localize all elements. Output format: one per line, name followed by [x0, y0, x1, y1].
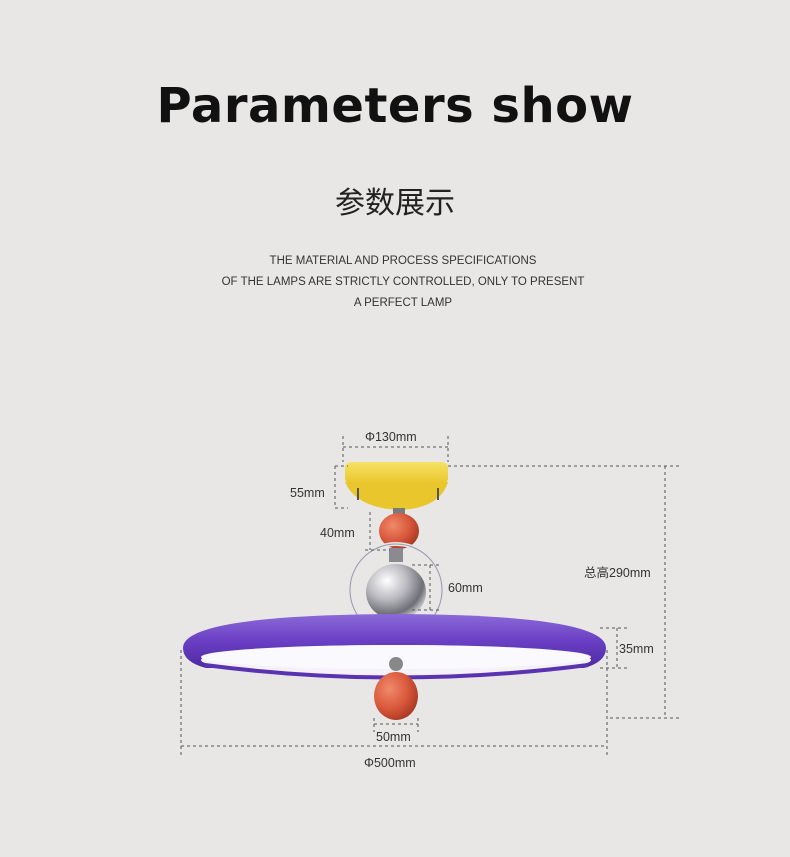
page-subtitle: 参数展示 — [335, 186, 455, 221]
dimension-lines — [180, 436, 680, 758]
shade-height-label: 35mm — [619, 642, 654, 656]
bottom-bead — [374, 657, 418, 720]
top-bead — [379, 508, 419, 549]
canopy-height-label: 55mm — [290, 486, 325, 500]
canopy — [345, 462, 448, 510]
page-title: Parameters show — [156, 78, 634, 134]
description-line-2: OF THE LAMPS ARE STRICTLY CONTROLLED, ON… — [221, 276, 585, 288]
total-height-label: 总高290mm — [584, 566, 651, 580]
canopy-diameter-label: Φ130mm — [365, 430, 417, 444]
ball-height-label: 60mm — [448, 581, 483, 595]
shade-diameter-label: Φ500mm — [364, 756, 416, 770]
description-line-3: A PERFECT LAMP — [353, 297, 453, 309]
description: THE MATERIAL AND PROCESS SPECIFICATIONS … — [0, 251, 790, 314]
bead-height-label: 40mm — [320, 526, 355, 540]
description-line-1: THE MATERIAL AND PROCESS SPECIFICATIONS — [269, 255, 537, 267]
bottom-bead-width-label: 50mm — [376, 730, 411, 744]
